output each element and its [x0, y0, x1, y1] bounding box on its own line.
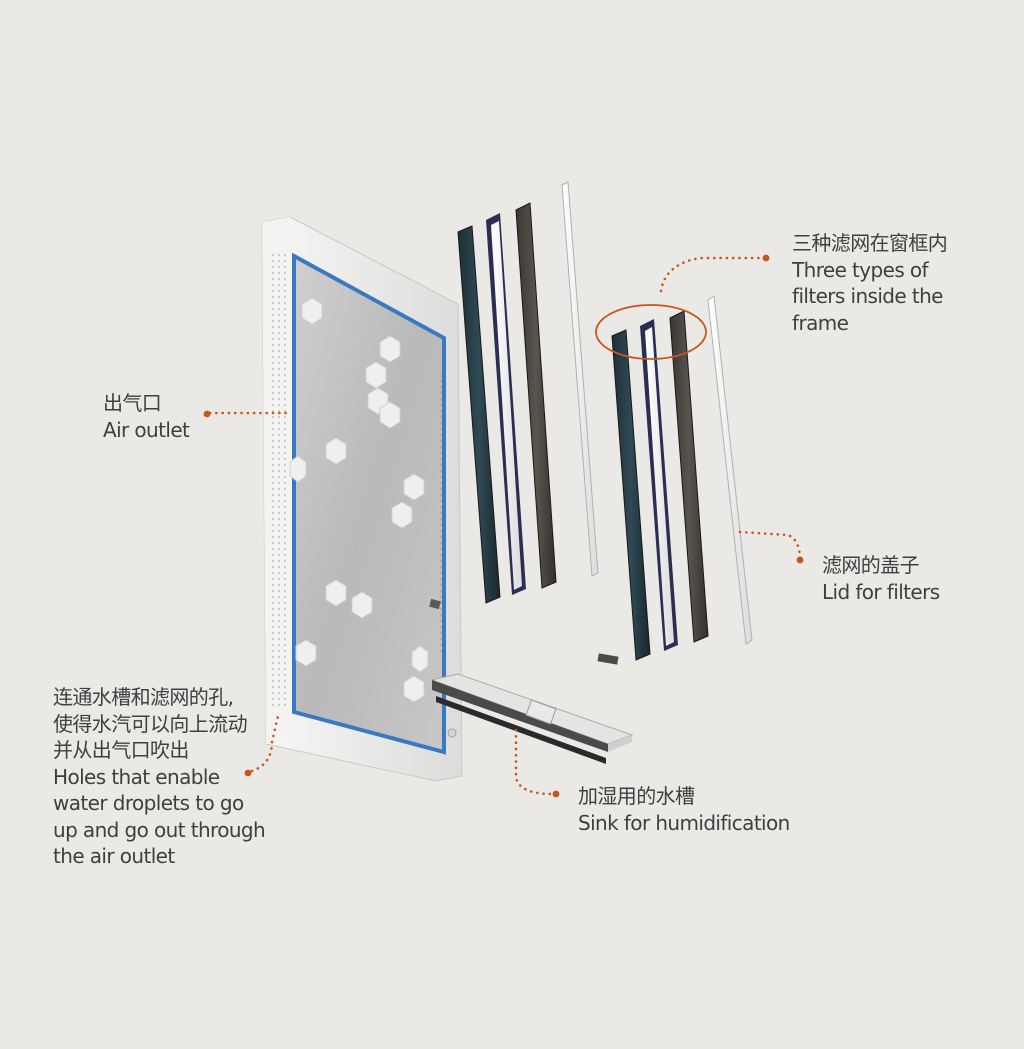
callout-holes-en-1: Holes that enable [53, 764, 265, 791]
callout-filters-en-3: frame [792, 310, 947, 337]
callout-lid-en: Lid for filters [822, 579, 940, 606]
window-frame [262, 217, 462, 781]
callout-filters-en-2: filters inside the [792, 283, 947, 310]
callout-air-outlet-en: Air outlet [103, 417, 189, 444]
callout-holes-en-3: up and go out through [53, 817, 265, 844]
leader-line-lid [740, 532, 800, 560]
filter-strips-lower [597, 296, 752, 665]
callout-holes-zh-2: 使得水汽可以向上流动 [53, 711, 265, 738]
leader-line-filters [661, 258, 766, 291]
callout-sink-zh: 加湿用的水槽 [578, 783, 790, 810]
callout-lid-zh: 滤网的盖子 [822, 552, 940, 579]
callout-holes-zh-3: 并从出气口吹出 [53, 737, 265, 764]
callout-air-outlet: 出气口 Air outlet [103, 390, 189, 443]
callout-filters-inside: 三种滤网在窗框内 Three types of filters inside t… [792, 230, 947, 336]
filter-strips-upper [458, 182, 598, 603]
callout-filters-en-1: Three types of [792, 257, 947, 284]
callout-sink: 加湿用的水槽 Sink for humidification [578, 783, 790, 836]
callout-holes: 连通水槽和滤网的孔, 使得水汽可以向上流动 并从出气口吹出 Holes that… [53, 684, 265, 870]
callout-sink-en: Sink for humidification [578, 810, 790, 837]
callout-air-outlet-zh: 出气口 [103, 390, 189, 417]
callout-holes-en-2: water droplets to go [53, 790, 265, 817]
callout-filters-zh: 三种滤网在窗框内 [792, 230, 947, 257]
callout-holes-zh-1: 连通水槽和滤网的孔, [53, 684, 265, 711]
callout-holes-en-4: the air outlet [53, 843, 265, 870]
callout-filter-lid: 滤网的盖子 Lid for filters [822, 552, 940, 605]
